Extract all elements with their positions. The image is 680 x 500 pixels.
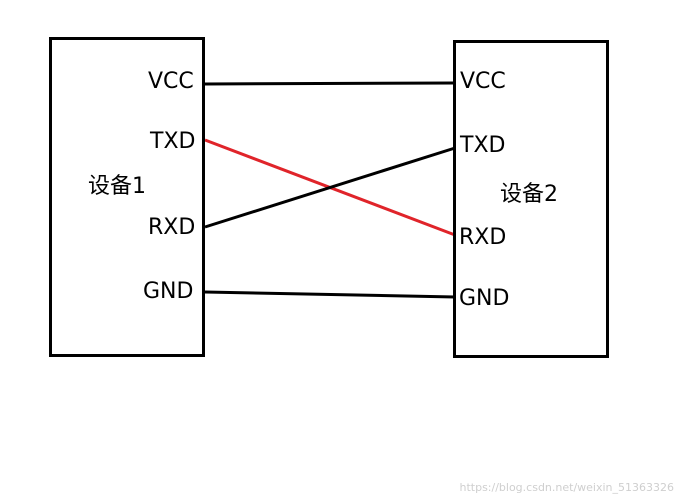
wire-vcc <box>204 81 456 86</box>
wire-rxd-to-txd <box>204 146 456 229</box>
watermark-text: https://blog.csdn.net/weixin_51363326 <box>459 481 674 494</box>
device-2-box <box>453 40 609 358</box>
device-2-rxd-label: RXD <box>459 225 507 250</box>
wire-gnd <box>204 290 456 299</box>
device-2-label: 设备2 <box>500 182 558 207</box>
device-1-vcc-label: VCC <box>148 69 194 94</box>
device-1-label: 设备1 <box>88 174 146 199</box>
device-1-gnd-label: GND <box>143 279 194 304</box>
device-2-txd-label: TXD <box>460 133 506 158</box>
device-2-gnd-label: GND <box>459 286 510 311</box>
device-1-txd-label: TXD <box>150 129 196 154</box>
device-2-vcc-label: VCC <box>460 69 506 94</box>
device-1-rxd-label: RXD <box>148 215 196 240</box>
device-1-box <box>49 37 205 357</box>
